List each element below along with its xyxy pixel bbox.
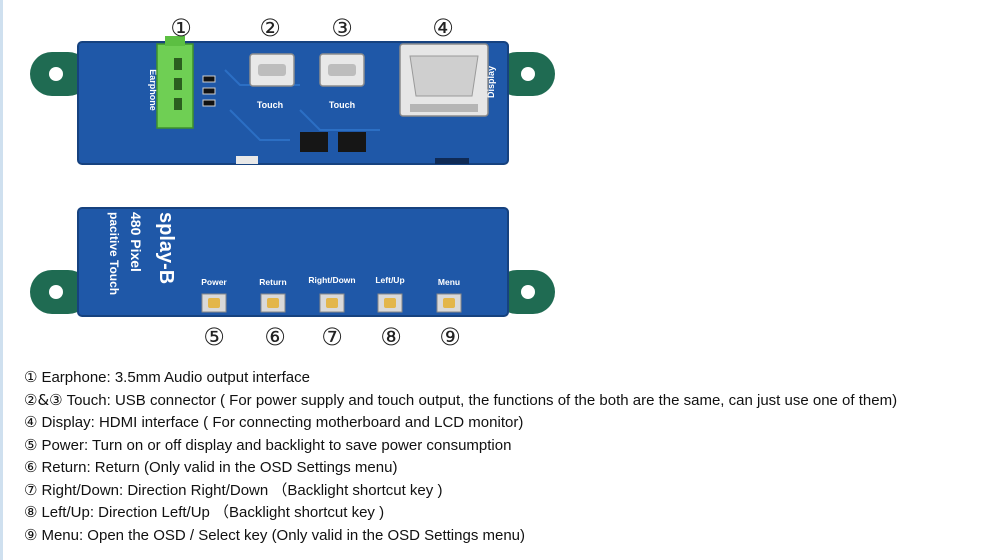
callout-4-display: ④ xyxy=(432,14,454,42)
description-number: ⑤ xyxy=(24,435,38,454)
callout-2-touch: ② xyxy=(259,14,281,42)
right-down-switch xyxy=(319,293,345,313)
callout-6-return: ⑥ xyxy=(264,323,286,351)
description-text: Earphone: 3.5mm Audio output interface xyxy=(41,369,310,386)
callout-1-earphone: ① xyxy=(170,14,192,42)
description-number: ⑧ xyxy=(24,503,38,521)
silk-text-touch: pacitive Touch xyxy=(107,212,121,295)
power-switch xyxy=(201,293,227,313)
bottom-pcb-edge xyxy=(77,207,509,317)
description-text: Left/Up: Direction Left/Up （Backlight sh… xyxy=(41,504,385,521)
left-up-silk-label: Left/Up xyxy=(375,275,404,285)
power-silk-label: Power xyxy=(201,277,227,287)
connector-edge xyxy=(236,156,258,164)
callout-3-touch: ③ xyxy=(331,14,353,42)
touch-silk-label-1: Touch xyxy=(257,100,283,110)
smd-component xyxy=(202,75,216,83)
return-switch xyxy=(260,293,286,313)
callout-8-left-up: ⑧ xyxy=(380,323,402,351)
description-number: ⑨ xyxy=(24,525,38,544)
menu-switch xyxy=(436,293,462,313)
left-border-rule xyxy=(0,0,3,560)
description-text: Right/Down: Direction Right/Down （Backli… xyxy=(41,481,443,499)
return-silk-label: Return xyxy=(259,277,286,287)
header-pins xyxy=(435,158,469,164)
board-illustration: Earphone Touch Touch Display xyxy=(30,14,555,351)
ic-chip xyxy=(300,132,328,152)
menu-silk-label: Menu xyxy=(438,277,460,287)
silk-text-model: splay-B xyxy=(155,212,177,284)
right-mount-hole xyxy=(521,67,535,81)
right-down-silk-label: Right/Down xyxy=(308,275,355,285)
description-text: Menu: Open the OSD / Select key (Only va… xyxy=(41,526,526,544)
usb-connector-touch-1 xyxy=(249,53,295,87)
top-board: Earphone Touch Touch Display xyxy=(30,36,555,165)
left-mount-hole xyxy=(49,285,63,299)
callout-5-power: ⑤ xyxy=(203,323,225,351)
hdmi-connector xyxy=(399,43,489,117)
left-up-switch xyxy=(377,293,403,313)
description-text: Return: Return (Only valid in the OSD Se… xyxy=(41,459,398,476)
description-text: Display: HDMI interface ( For connecting… xyxy=(41,414,524,431)
display-silk-label: Display xyxy=(486,66,496,98)
audio-jack xyxy=(156,36,194,129)
description-number: ① xyxy=(24,368,38,386)
description-text: Power: Turn on or off display and backli… xyxy=(41,436,512,454)
callout-9-menu: ⑨ xyxy=(439,323,461,351)
description-number: ②&③ xyxy=(24,390,63,409)
description-number: ⑦ xyxy=(24,480,38,499)
right-mount-hole xyxy=(521,285,535,299)
usb-connector-touch-2 xyxy=(319,53,365,87)
bottom-board: splay-B 480 Pixel pacitive Touch Power R… xyxy=(30,207,555,317)
description-number: ⑥ xyxy=(24,458,38,476)
callout-7-right-down: ⑦ xyxy=(321,323,343,351)
ic-chip xyxy=(338,132,366,152)
touch-silk-label-2: Touch xyxy=(329,100,355,110)
smd-component xyxy=(202,87,216,95)
description-text: Touch: USB connector ( For power supply … xyxy=(66,391,898,409)
description-number: ④ xyxy=(24,413,38,431)
silk-text-resolution: 480 Pixel xyxy=(128,212,144,272)
left-mount-hole xyxy=(49,67,63,81)
earphone-silk-label: Earphone xyxy=(148,69,158,111)
bottom-pcb xyxy=(78,208,508,316)
top-pcb-edge xyxy=(77,41,509,165)
smd-component xyxy=(202,99,216,107)
